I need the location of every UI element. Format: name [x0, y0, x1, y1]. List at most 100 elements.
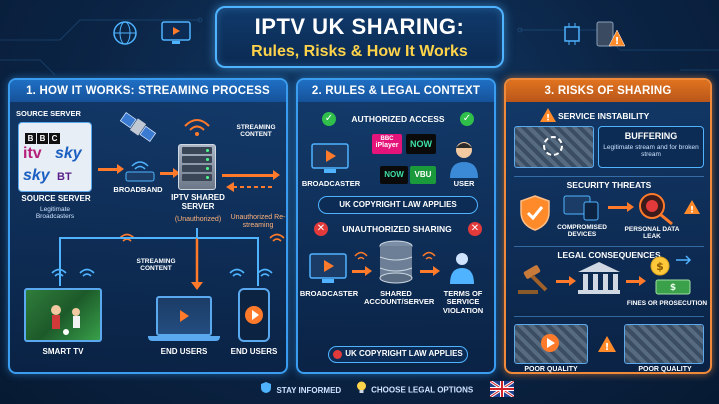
wifi-small-icon-1: [354, 248, 368, 260]
poor-quality-thumb-1: [514, 324, 588, 364]
router-icon: [122, 158, 158, 184]
arrow-to-users: [420, 266, 440, 276]
svg-text:$: $: [656, 260, 664, 273]
broadcaster-monitor-icon-2: [308, 252, 348, 286]
check-icon-right: ✓: [460, 112, 474, 126]
iplayer-logo: BBC iPlayer: [372, 134, 402, 154]
broadcaster-label-1: BROADCASTER: [301, 179, 361, 188]
warning-triangle-icon-1: !: [540, 108, 556, 124]
wifi-signal-icon: [182, 116, 212, 136]
wifi-right-icon: [268, 230, 286, 244]
svg-text:!: !: [690, 206, 694, 215]
source-server-sub: Legitimate Broadcasters: [35, 206, 75, 221]
arrow-to-shared-server: [352, 266, 372, 276]
smart-tv-label: SMART TV: [42, 347, 84, 356]
tos-violation-label: TERMS OF SERVICE VIOLATION: [442, 289, 484, 315]
users-group-icon: [444, 250, 480, 286]
stay-informed-text: STAY INFORMED: [276, 385, 342, 395]
server-sub-label: (Unauthorized): [174, 216, 222, 223]
divider-3: [514, 316, 704, 317]
copyright-law-banner-bottom: UK COPYRIGHT LAW APPLIES: [328, 346, 468, 363]
iptv-shared-server: [178, 144, 216, 190]
chip-icon: [560, 22, 584, 46]
poor-quality-label-1: POOR QUALITY: [524, 366, 578, 373]
compromised-devices-label: COMPROMISED DEVICES: [557, 224, 607, 239]
lightbulb-icon: [356, 381, 367, 399]
warning-triangle-icon-3: !: [598, 336, 616, 353]
cross-icon-left: ✕: [314, 222, 328, 236]
arrow-server-out: [222, 170, 280, 180]
shield-small-icon: [260, 381, 272, 399]
play-icon: [179, 310, 189, 322]
svg-text:!: !: [615, 36, 620, 47]
svg-text:!: !: [546, 114, 550, 123]
server-label: IPTV SHARED SERVER: [171, 193, 225, 211]
satellite-icon: [118, 110, 158, 144]
warning-triangle-icon-2: !: [684, 200, 700, 216]
gavel-icon: [516, 264, 552, 296]
smart-tv-device: [24, 288, 102, 342]
shared-database-icon: [376, 240, 416, 286]
sky-logo-1: sky: [55, 145, 82, 162]
legal-consequences-heading: LEGAL CONSEQUENCES: [557, 250, 661, 260]
streaming-content-top-label: STREAMING CONTENT: [236, 124, 276, 139]
wifi-phone-icon: [228, 264, 274, 280]
shield-check-icon: [518, 194, 552, 232]
now-logo-2: NOW: [380, 166, 408, 184]
end-users-label-1: END USERS: [160, 347, 208, 356]
shared-account-label: SHARED ACCOUNT/SERVER: [364, 289, 435, 307]
wifi-small-icon-2: [422, 248, 436, 260]
courthouse-icon: [576, 260, 622, 296]
divider-1: [514, 176, 704, 177]
panel-heading: 2. RULES & LEGAL CONTEXT: [298, 80, 494, 102]
arrow-restream-back: [224, 180, 274, 194]
wifi-tv-icon: [50, 264, 96, 280]
check-icon-left: ✓: [322, 112, 336, 126]
broadband-label: BROADBAND: [113, 185, 163, 194]
arrow-to-court: [556, 276, 576, 286]
arrow-broadband-to-server: [160, 168, 180, 178]
phone-device: [238, 288, 270, 342]
buffering-video-thumb: [514, 126, 594, 168]
now-logo-1: NOW: [406, 134, 436, 154]
compromised-devices-icon: [562, 194, 600, 222]
money-fine-icon: $$: [646, 254, 696, 296]
streaming-content-bottom-label: STREAMING CONTENT: [136, 258, 176, 273]
unauthorized-sharing-heading: UNAUTHORIZED SHARING: [342, 224, 452, 234]
laptop-base: [148, 336, 220, 341]
data-leak-label: PERSONAL DATA LEAK: [624, 226, 680, 241]
panel-risks: 3. RISKS OF SHARING ! SERVICE INSTABILIT…: [504, 78, 712, 374]
sky-logo-2: sky: [23, 167, 50, 184]
panel-how-it-works: 1. HOW IT WORKS: STREAMING PROCESS SOURC…: [8, 78, 288, 374]
user-avatar-icon: [446, 138, 482, 178]
source-server-label-top: SOURCE SERVER: [16, 109, 81, 118]
monitor-play-icon: [160, 20, 192, 46]
svg-text:$: $: [670, 283, 676, 293]
copyright-law-banner: UK COPYRIGHT LAW APPLIES: [318, 196, 478, 214]
bt-logo: BT: [57, 171, 72, 183]
poor-quality-label-2: POOR QUALITY: [638, 366, 692, 373]
fines-label: FINES OR PROSECUTION: [626, 300, 708, 307]
itv-logo: itv: [23, 145, 42, 162]
arrow-source-to-server: [98, 164, 124, 174]
end-users-label-2: END USERS: [230, 347, 278, 356]
panel-heading: 1. HOW IT WORKS: STREAMING PROCESS: [10, 80, 286, 102]
service-instability-heading: SERVICE INSTABILITY: [558, 111, 650, 121]
poor-quality-thumb-2: [624, 324, 704, 364]
broadcaster-monitor-icon: [310, 142, 350, 176]
authorized-access-heading: AUTHORIZED ACCESS: [351, 114, 445, 124]
laptop-device: [156, 296, 212, 336]
panel-rules-legal: 2. RULES & LEGAL CONTEXT ✓ AUTHORIZED AC…: [296, 78, 496, 374]
cross-icon-right: ✕: [468, 222, 482, 236]
title-box: IPTV UK SHARING: Rules, Risks & How It W…: [215, 6, 504, 68]
arrow-to-data-leak: [608, 202, 634, 212]
arrow-to-fines: [626, 276, 646, 286]
divider-2: [514, 246, 704, 247]
panel-heading: 3. RISKS OF SHARING: [506, 80, 710, 102]
user-label: USER: [453, 179, 475, 188]
buffering-info-box: BUFFERING Legitimate stream and for brok…: [598, 126, 704, 168]
svg-text:!: !: [605, 342, 610, 352]
source-server-label-bottom: SOURCE SERVER: [21, 194, 91, 203]
